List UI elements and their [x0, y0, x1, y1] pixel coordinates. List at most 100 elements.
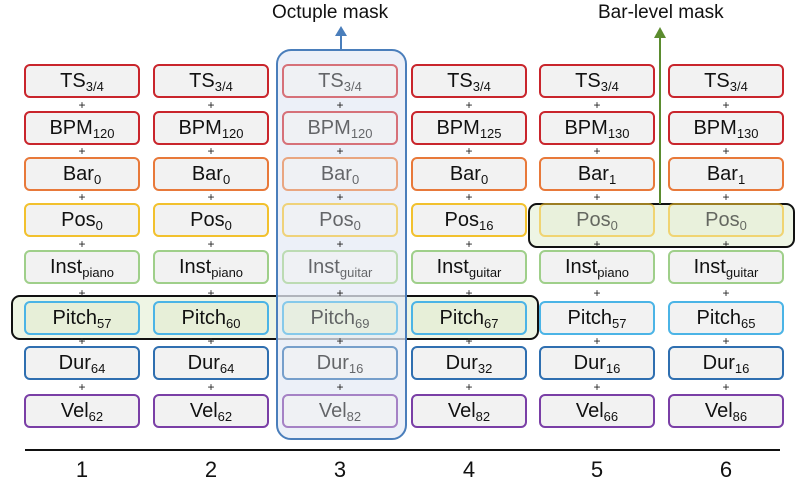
plus-separator: + — [593, 97, 601, 112]
plus-separator: + — [78, 97, 86, 112]
plus-separator: + — [593, 236, 601, 251]
plus-separator: + — [722, 333, 730, 348]
token-type: Inst — [436, 255, 469, 278]
token-value: 130 — [607, 125, 630, 141]
token-value: 3/4 — [343, 78, 362, 94]
token-value: 120 — [92, 125, 115, 141]
plus-separator: + — [336, 236, 344, 251]
token-type: Pitch — [52, 306, 97, 329]
token-type: Bar — [706, 162, 738, 185]
token-value: 82 — [475, 408, 491, 424]
plus-separator: + — [722, 380, 730, 394]
token-type: Pitch — [310, 306, 355, 329]
token-value: 0 — [351, 171, 360, 187]
column-number: 4 — [462, 457, 476, 482]
token-value: 3/4 — [600, 78, 619, 94]
token-type: Vel — [60, 399, 89, 422]
token-type: Dur — [187, 351, 220, 374]
token-value: 67 — [484, 315, 499, 331]
column-number: 6 — [719, 457, 733, 482]
plus-separator: + — [336, 144, 344, 158]
token-value: 120 — [221, 125, 244, 141]
token-type: Vel — [575, 399, 604, 422]
token-value: 120 — [350, 125, 373, 141]
token-type: TS — [189, 69, 215, 92]
plus-separator: + — [78, 190, 86, 204]
token-type: Inst — [49, 255, 83, 278]
plus-separator: + — [593, 144, 601, 158]
token-type: Dur — [573, 351, 606, 374]
token-value: 3/4 — [729, 78, 748, 94]
token-type: BPM — [178, 116, 222, 139]
plus-separator: + — [465, 97, 473, 112]
token-type: Vel — [318, 399, 347, 422]
plus-separator: + — [78, 236, 86, 251]
token-type: Pitch — [567, 306, 612, 329]
plus-separator: + — [722, 236, 730, 251]
octuple-mask-arrowhead — [335, 26, 347, 36]
token-type: Vel — [704, 399, 733, 422]
token-value: piano — [211, 264, 244, 280]
token-type: Vel — [447, 399, 476, 422]
token-type: Pos — [705, 208, 740, 231]
plus-separator: + — [465, 236, 473, 251]
bar-level-mask-label: Bar-level mask — [598, 2, 724, 23]
plus-separator: + — [336, 333, 344, 348]
token-type: BPM — [693, 116, 737, 139]
token-value: 130 — [736, 125, 759, 141]
plus-separator: + — [78, 380, 86, 394]
token-value: guitar — [339, 264, 373, 280]
column-number: 3 — [333, 457, 347, 482]
token-type: Bar — [191, 162, 223, 185]
token-value: 57 — [97, 315, 112, 331]
token-type: Bar — [320, 162, 352, 185]
token-value: 64 — [90, 360, 106, 376]
plus-separator: + — [336, 190, 344, 204]
plus-separator: + — [207, 380, 215, 394]
plus-separator: + — [593, 333, 601, 348]
token-type: Dur — [702, 351, 735, 374]
token-type: TS — [447, 69, 473, 92]
token-type: TS — [60, 69, 86, 92]
token-value: 1 — [608, 171, 617, 187]
token-type: Bar — [449, 162, 481, 185]
token-type: Bar — [62, 162, 94, 185]
bar-level-mask-arrowhead — [654, 27, 666, 38]
token-type: TS — [704, 69, 730, 92]
plus-separator: + — [207, 190, 215, 204]
token-type: Pitch — [181, 306, 226, 329]
token-type: BPM — [436, 116, 480, 139]
token-value: piano — [597, 264, 630, 280]
plus-separator: + — [465, 380, 473, 394]
token-type: Dur — [445, 351, 478, 374]
token-type: Dur — [58, 351, 91, 374]
plus-separator: + — [722, 144, 730, 158]
